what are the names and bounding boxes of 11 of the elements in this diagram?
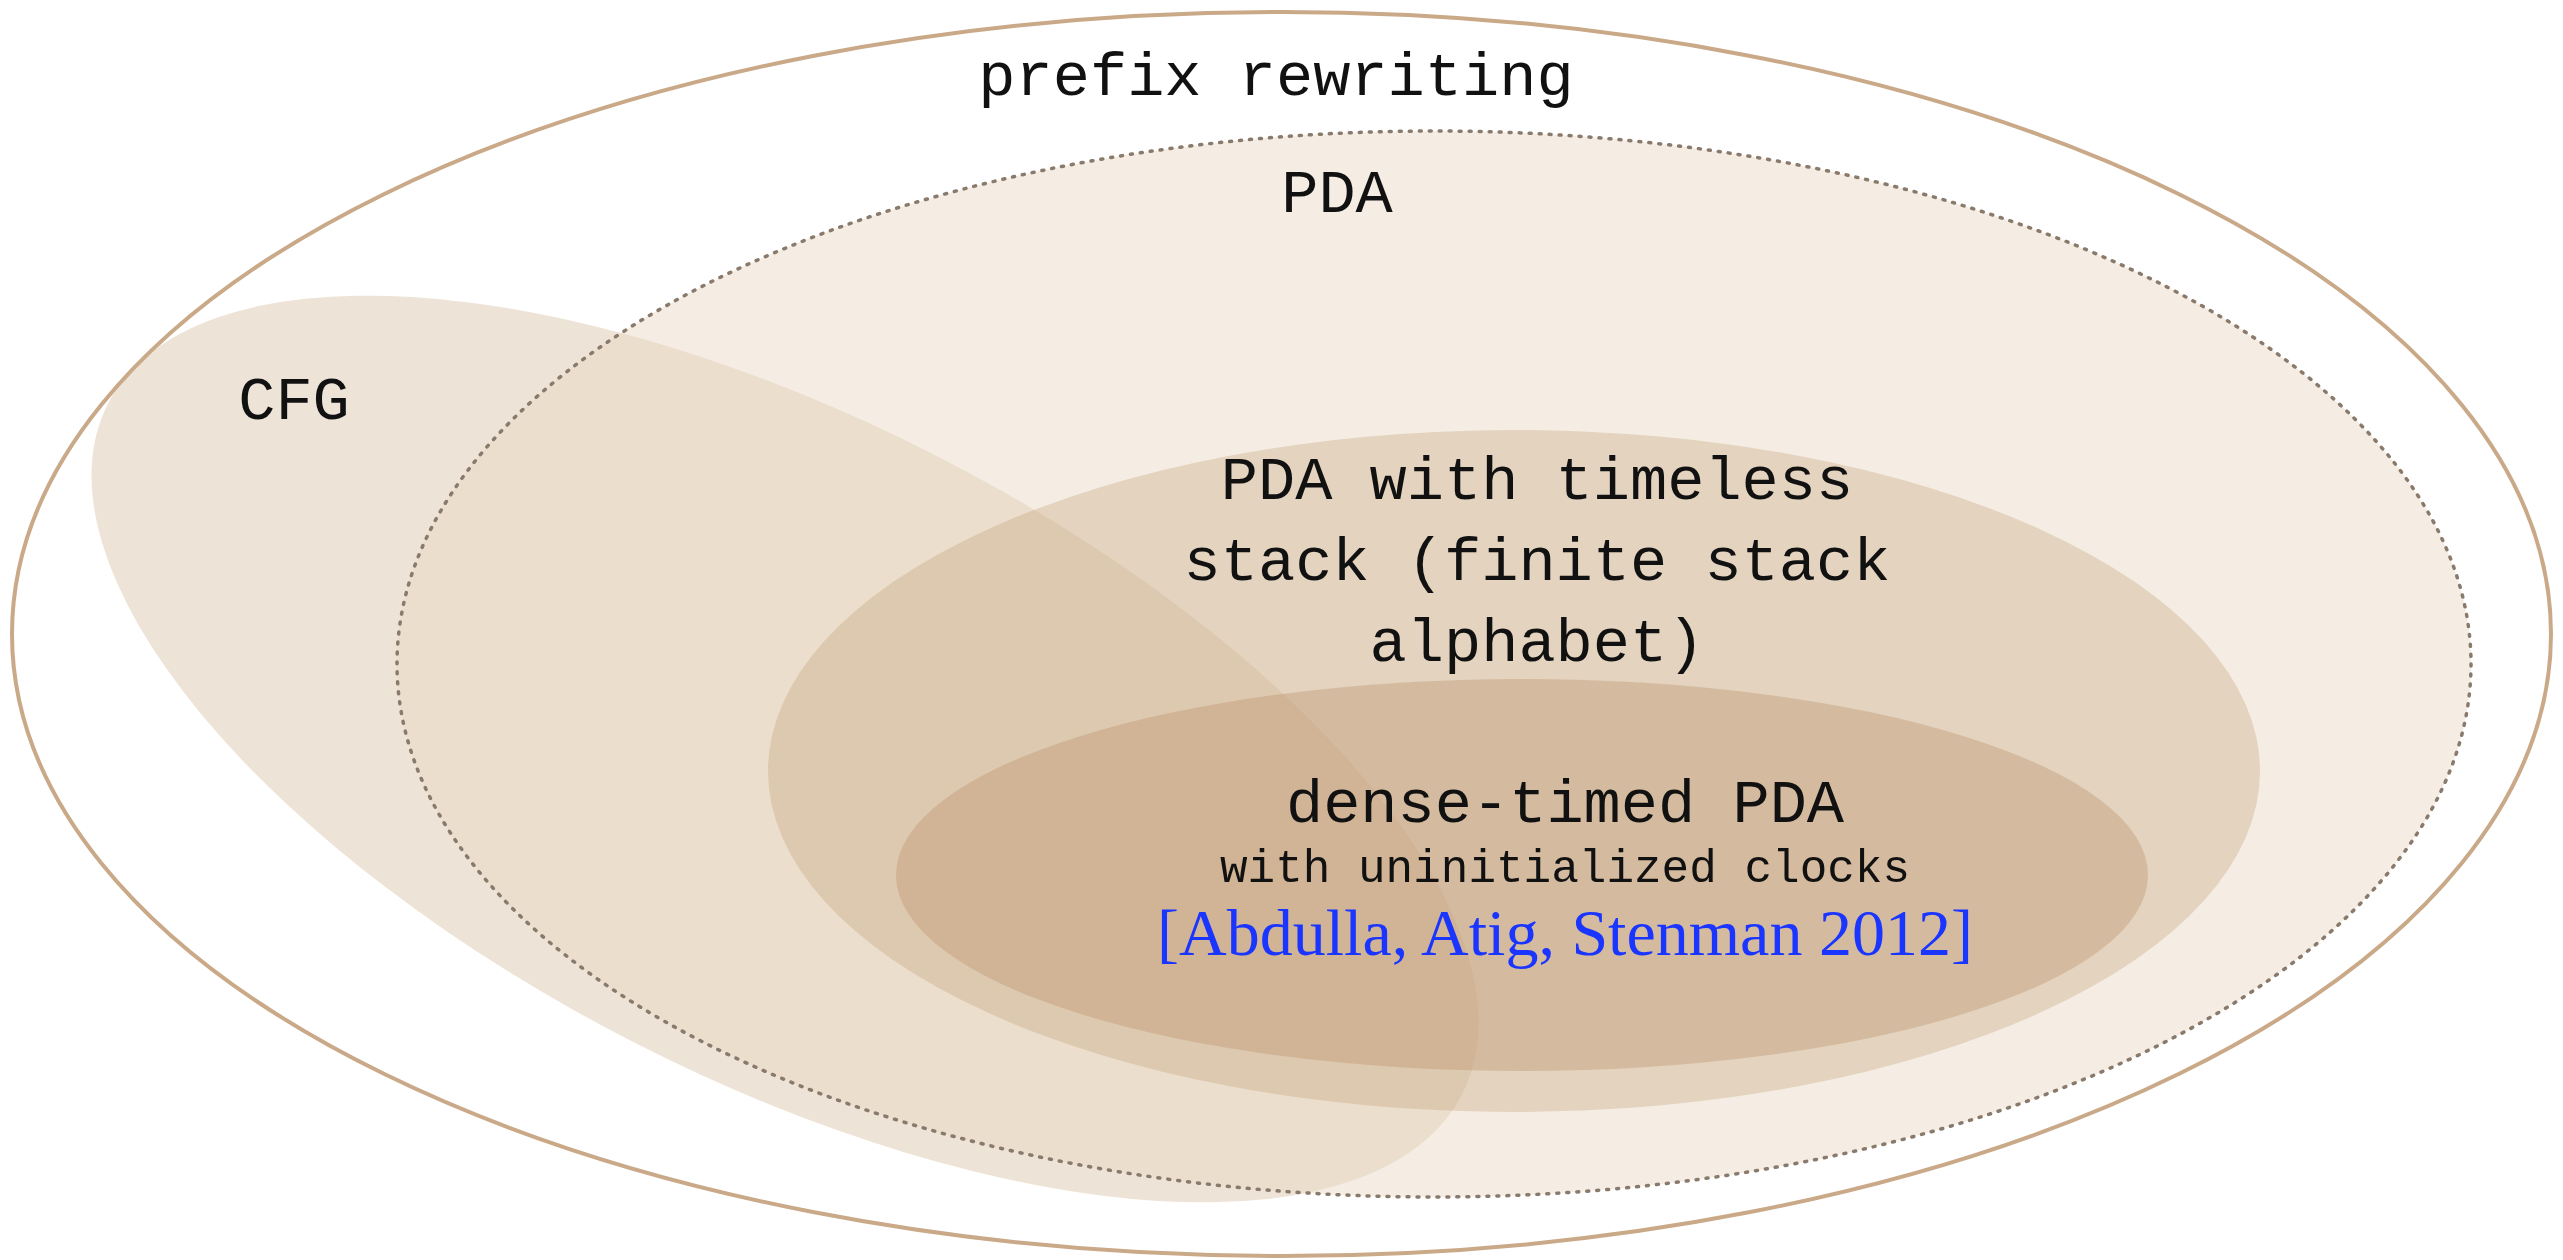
set-ellipse <box>896 679 2148 1071</box>
set-label: CFG <box>237 366 351 440</box>
citation: [Abdulla, Atig, Stenman 2012] <box>1156 895 1974 971</box>
set-sublabel: with uninitialized clocks <box>1218 843 1912 898</box>
set-ellipse <box>12 12 2551 1256</box>
set-label: PDA with timeless stack (finite stack alphabet) <box>1182 446 1892 682</box>
set-label: dense-timed PDA <box>1284 769 1846 843</box>
set-ellipse <box>768 430 2260 1112</box>
set-ellipse <box>397 131 2471 1197</box>
set-label: prefix rewriting <box>977 42 1575 116</box>
set-label: PDA <box>1280 159 1394 233</box>
